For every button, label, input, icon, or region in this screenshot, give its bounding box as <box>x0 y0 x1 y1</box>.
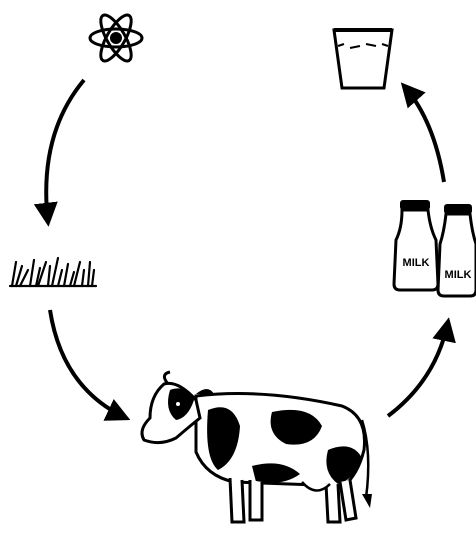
grass-icon <box>10 258 96 286</box>
milk-glass-icon <box>334 30 392 88</box>
arrow-grass-to-cow <box>50 310 126 418</box>
arrow-cow-to-bottles <box>388 322 448 416</box>
arrow-atom-to-grass <box>46 80 84 222</box>
milk-label-left: MILK <box>403 257 430 269</box>
cow-icon <box>142 372 372 522</box>
milk-label-right: MILK <box>445 269 472 281</box>
milk-bottle-right: MILK <box>438 204 476 296</box>
arrow-bottles-to-glass <box>404 86 444 182</box>
milk-bottles-icon: MILK MILK <box>394 200 476 296</box>
atom-icon <box>90 11 142 65</box>
milk-bottle-left: MILK <box>394 200 438 290</box>
